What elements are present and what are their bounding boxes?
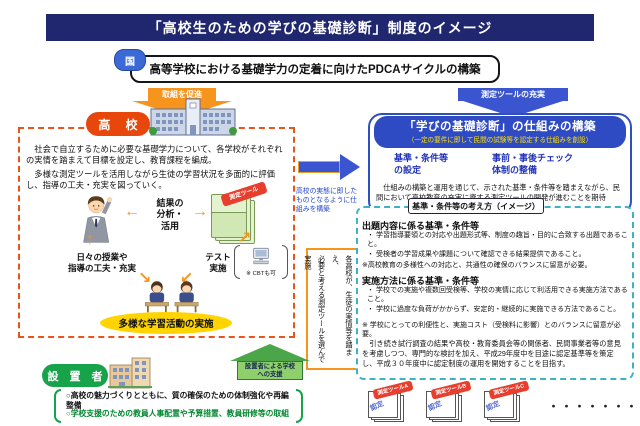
more-tools-dots: ・・・・・・・・・ <box>548 401 640 413</box>
school-description-2: 多様な測定ツールを活用しながら生徒の学習状況を多面的に評価し、指導の工夫・充実を… <box>26 169 275 191</box>
framework-item-standards: 基準・条件等 の設定 <box>394 153 449 175</box>
criteria-section2-title: 実施方法に係る基準・条件等 <box>362 276 480 286</box>
to-framework-arrow-head <box>340 154 360 180</box>
arrow-daily-to-students-icon: ↘ <box>138 270 152 287</box>
framework-alignment-note: 高校の実態に即したものとなるように仕組みを構築 <box>296 188 358 213</box>
national-government-badge: 国 <box>114 49 146 71</box>
school-building-illustration <box>149 98 237 136</box>
framework-note: 仕組みの構築と運用を通じて、示された基準・条件等を踏まえながら、民間において高校… <box>376 183 621 202</box>
teacher-illustration <box>83 196 113 243</box>
cbt-option-group: ※ CBTも可 <box>234 245 288 279</box>
founder-building-illustration <box>108 357 152 389</box>
school-tool-selection-note: 各高校が、生徒の実情等を踏まえ、 必要と考える測定ツールを選んで実施 <box>304 248 362 370</box>
framework-header: 「学びの基礎診断」の仕組みの構築 （一定の要件に即して民間の試験等を認定する仕組… <box>374 116 626 148</box>
pdca-cycle-heading: 高等学校における基礎学力の定着に向けたPDCAサイクルの構築 <box>130 55 500 83</box>
learning-activities-ellipse: 多様な学習活動の実施 <box>100 312 232 334</box>
framework-subtitle: （一定の要件に即して民間の試験等を認定する仕組みを創設） <box>407 137 593 144</box>
founder-support-arrow-label: 設置者による学校 への支援 <box>237 361 303 380</box>
arrow-daily-to-teacher-icon: ↑ <box>86 231 94 248</box>
criteria-header: 基準・条件等の考え方（イメージ） <box>408 198 544 214</box>
cbt-note: ※ CBTも可 <box>246 271 276 277</box>
to-framework-arrow-shaft <box>298 161 340 173</box>
measurement-tool-folder: 測定ツール <box>211 181 268 246</box>
high-school-badge: 高 校 <box>86 112 150 136</box>
computer-icon <box>253 247 269 265</box>
left-bracket-icon <box>54 389 61 423</box>
framework-title: 「学びの基礎診断」の仕組みの構築 <box>404 121 596 133</box>
arrow-test-to-tool-icon: ↗ <box>238 230 252 247</box>
criteria-s1-note: ※高校教育の多様性への対応と、共通性の確保のバランスに留意が必要。 <box>362 262 592 269</box>
criteria-s1-bullet-2: ・ 受検者の学習成果や課題について確認できる結果提供であること。 <box>367 251 586 258</box>
founder-badge: 設 置 者 <box>42 364 108 387</box>
schedule-note: 引き続き試行調査の結果や高校・教育委員会等の関係者、民間事業者等の意見を考慮しつ… <box>362 339 621 368</box>
measurement-tools-arrow-label: 測定ツールの充実 <box>458 88 568 101</box>
promote-initiatives-arrow-label: 取組を促進 <box>148 88 216 101</box>
criteria-s2-bullet-2: ・ 学校に過度な負荷がかからず、安定的・継続的に実施できる方法であること。 <box>367 306 621 313</box>
test-implementation-label: テスト 実施 <box>205 252 231 273</box>
left-paren-icon <box>234 245 240 279</box>
arrow-to-teacher-icon: ← <box>124 203 140 220</box>
page-title: 「高校生のための学びの基礎診断」制度のイメージ <box>46 14 594 41</box>
certified-tool-stack-b: 測定ツールB 認定 <box>424 380 472 424</box>
criteria-s1-bullet-1: ・ 学習指導要領との対応や出題形式等、制度の趣旨・目的に合致する出題であること。 <box>367 232 628 249</box>
criteria-section1-title: 出題内容に係る基準・条件等 <box>362 221 480 231</box>
founder-item-2: ○学校支援のための教員人事配置や予算措置、教員研修等の取組 <box>66 409 290 418</box>
certified-tool-stack-a: 測定ツールA 認定 <box>366 380 414 424</box>
criteria-panel <box>356 206 634 380</box>
criteria-s2-bullet-1: ・ 学校での実施や複数回受検等、学校の実情に応じて利活用できる実施方法であること… <box>367 287 628 304</box>
certified-tool-stack-c: 測定ツールC 認定 <box>482 380 530 424</box>
school-description-1: 社会で自立するために必要な基礎学力について、各学校がそれぞれの実情を踏まえて目標… <box>26 144 283 166</box>
students-illustration <box>144 281 199 313</box>
daily-lessons-label: 日々の授業や 指導の工夫・充実 <box>67 252 136 273</box>
criteria-s2-note: ※ 学校にとっての利便性と、実施コスト（受検料に影響）とのバランスに留意が必要。 <box>362 322 621 339</box>
arrow-to-tool-icon: → <box>192 203 208 220</box>
framework-item-checks: 事前・事後チェック 体制の整備 <box>492 153 574 175</box>
result-analysis-label: 結果の 分析・ 活用 <box>156 198 184 231</box>
up-arrow-founder <box>230 344 310 361</box>
right-bracket-icon <box>296 389 303 423</box>
founder-item-1: ○高校の魅力づくりとともに、質の確保のための体制強化や再編整備 <box>66 391 289 411</box>
